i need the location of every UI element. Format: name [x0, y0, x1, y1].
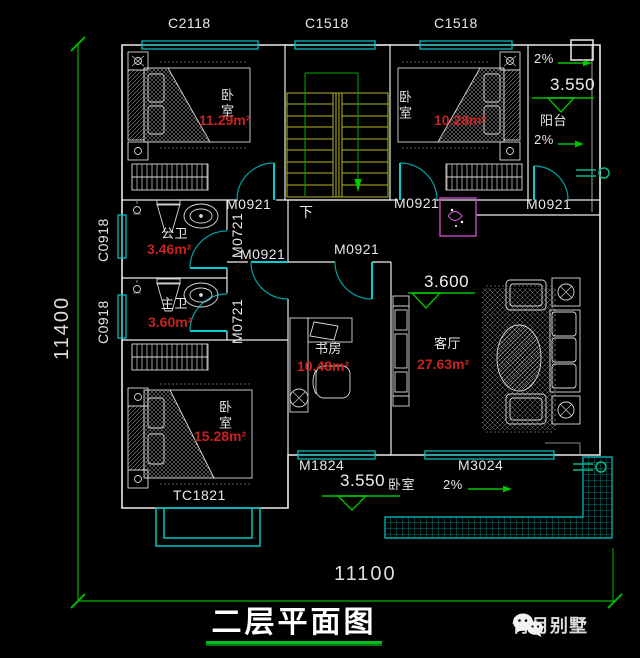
window-label-tc1821: TC1821 [173, 487, 226, 503]
windows [117, 40, 555, 547]
title-underline [206, 641, 382, 646]
watermark: 青月别墅 [512, 612, 588, 638]
door-label-m0921-study: M0921 [334, 241, 380, 257]
door-label-m0921-hall: M0921 [240, 246, 286, 262]
bath-master-name: 主卫 [161, 296, 189, 311]
window-label-c1518-right: C1518 [434, 15, 478, 31]
staircase [286, 72, 389, 198]
bed-bottom-left [127, 343, 253, 489]
bed-top-right [397, 51, 523, 191]
bath-master-area: 3.60m² [148, 314, 193, 330]
dimension-lines [70, 36, 623, 609]
terrace-hatch [384, 167, 613, 539]
balcony-name-label: 阳台 [540, 113, 568, 128]
elevation-markers [322, 97, 594, 511]
balcony-slope-mid-label: 2% [534, 132, 554, 147]
bed-top-left [127, 51, 251, 191]
window-label-c2118: C2118 [168, 15, 211, 31]
drain-icon [573, 167, 610, 473]
furniture [127, 51, 581, 489]
door-label-m0921-tl: M0921 [226, 196, 272, 212]
window-label-c1518-stair: C1518 [305, 15, 349, 31]
study-furniture [289, 317, 353, 413]
wechat-icon [513, 613, 543, 637]
terrace-slope-label: 2% [443, 477, 463, 492]
drawing-title-block: 二层平面图 [206, 606, 382, 646]
window-label-c0918-upper: C0918 [95, 218, 111, 262]
doors [189, 162, 569, 332]
bathroom-master-fixtures [133, 278, 219, 312]
living-furniture [392, 277, 581, 433]
drawing-title: 二层平面图 [211, 606, 377, 639]
living-level-label: 3.600 [424, 272, 470, 291]
bedroom-tr-name: 卧室 [397, 90, 412, 122]
bath-public-area: 3.46m² [147, 241, 192, 257]
study-name: 书房 [315, 341, 343, 356]
bath-public-name: 公卫 [161, 226, 189, 241]
walls [121, 39, 601, 509]
bay-window [155, 507, 261, 547]
study-area: 10.48m² [297, 358, 350, 374]
living-area: 27.63m² [417, 356, 470, 372]
bedroom-bl-area: 15.28m² [194, 428, 247, 444]
slope-arrows [468, 59, 592, 493]
door-label-m0921-balcony: M0921 [526, 196, 572, 212]
decor-plant-box [439, 197, 477, 237]
window-label-c0918-lower: C0918 [95, 300, 111, 344]
door-label-m0721-master: M0721 [229, 298, 245, 344]
bedroom-tl-name: 卧室 [219, 88, 234, 120]
window-label-m3024: M3024 [458, 457, 504, 473]
terrace-room-label: 卧室 [388, 477, 416, 492]
door-label-m0921-tr: M0921 [394, 195, 440, 211]
window-label-m1824: M1824 [299, 457, 345, 473]
living-name: 客厅 [434, 336, 462, 351]
stair-down-label: 下 [299, 204, 314, 220]
bedroom-bl-name: 卧室 [217, 400, 232, 432]
bathroom-public-fixtures [133, 199, 219, 233]
balcony-level-label: 3.550 [550, 75, 596, 94]
bedroom-tr-area: 10.28m² [434, 112, 487, 128]
dimension-width: 11100 [334, 563, 397, 585]
balcony-slope-top-label: 2% [534, 51, 554, 66]
bedroom-tl-area: 11.29m² [199, 112, 251, 128]
dimension-height: 11400 [51, 295, 73, 360]
terrace-level-label: 3.550 [340, 471, 386, 490]
